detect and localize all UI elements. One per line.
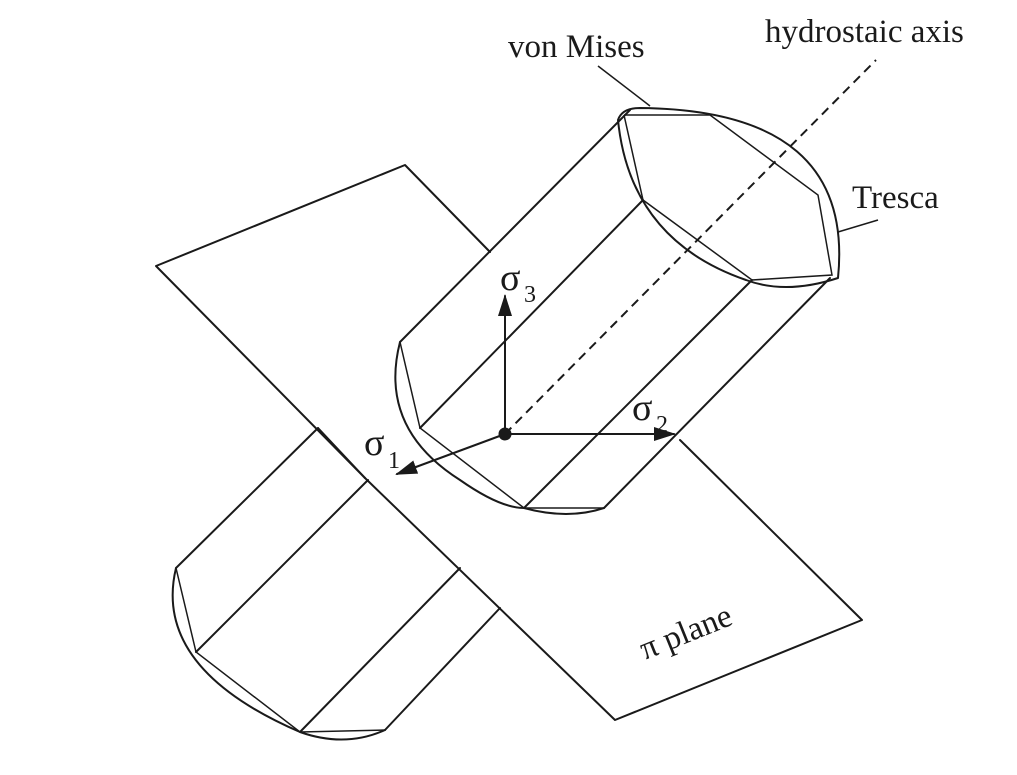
sigma2-symbol: σ [632, 387, 652, 429]
upper-cylinder-tresca-edge-2 [523, 279, 753, 509]
upper-cylinder [394, 107, 841, 515]
lower-cylinder-tresca-edge-2 [299, 567, 461, 733]
sigma2-subscript: 2 [656, 412, 668, 438]
pi-plane-label: π plane [635, 598, 738, 667]
sigma1-symbol: σ [364, 422, 384, 464]
origin-point [498, 427, 512, 441]
sigma3-subscript: 3 [524, 282, 536, 308]
lower-cylinder-tresca-edge-1 [195, 479, 369, 653]
upper-cylinder-tresca-hexagon [623, 114, 833, 281]
lower-cylinder-mises-end [171, 567, 386, 741]
upper-cylinder-tresca-base [399, 341, 604, 509]
sigma1-label: σ 1 [364, 422, 400, 474]
pi-plane-left-segment [317, 427, 366, 479]
von-mises-label: von Mises [508, 29, 645, 65]
lower-cylinder-top-generator [175, 427, 319, 569]
lower-cylinder-bottom-generator [384, 607, 501, 731]
pi-plane [155, 164, 863, 721]
hydrostatic-axis-line [504, 59, 877, 435]
upper-cylinder-top-generator [399, 109, 631, 343]
lower-cylinder [171, 427, 501, 741]
von-mises-leader-line [597, 65, 651, 107]
sigma2-label: σ 2 [632, 387, 668, 438]
sigma3-label: σ 3 [500, 257, 536, 308]
stress-axes [395, 294, 676, 475]
upper-cylinder-mises-ellipse [617, 107, 841, 288]
sigma1-subscript: 1 [388, 448, 400, 474]
lower-cylinder-tresca-end [175, 567, 386, 733]
pi-plane-upper-edge [155, 164, 491, 479]
pi-plane-lower-edge [364, 439, 863, 721]
upper-cylinder-mises-base [394, 341, 605, 515]
upper-cylinder-bottom-generator [603, 277, 831, 509]
hydrostatic-axis-label: hydrostaic axis [765, 14, 964, 50]
sigma1-axis-arrow [395, 433, 506, 475]
tresca-leader-line [837, 219, 879, 233]
tresca-label: Tresca [852, 180, 939, 216]
upper-cylinder-tresca-edge-1 [419, 199, 644, 429]
sigma3-symbol: σ [500, 257, 520, 299]
